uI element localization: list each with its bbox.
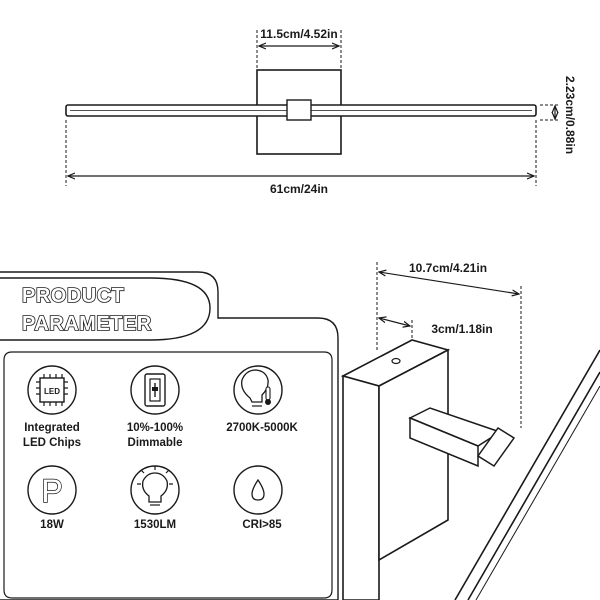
side-bar-edge-1: [454, 349, 600, 600]
param-label-wattage: 18W: [40, 519, 64, 531]
bar-clamp: [476, 426, 516, 468]
product-parameter-panel: PRODUCT PARAMETER LED Integrated LED Chi…: [0, 271, 339, 600]
arm-length-arrow: [379, 272, 519, 294]
bar-height-label: 2.23cm/0.88in: [563, 76, 577, 154]
side-bar-edge-2: [467, 371, 600, 600]
arm-length-label: 10.7cm/4.21in: [409, 261, 487, 275]
side-view-drawing: 10.7cm/4.21in 3cm/1.18in: [340, 261, 600, 600]
total-length-label: 61cm/24in: [270, 182, 328, 196]
arm-width-arrow: [379, 318, 410, 326]
bar-connector: [286, 99, 312, 121]
param-label-led-2: LED Chips: [23, 437, 81, 449]
bulb-temperature-icon: [233, 365, 283, 415]
cri-drop-icon: [233, 465, 283, 515]
param-label-cri: CRI>85: [242, 519, 282, 531]
mount-box-side: [378, 348, 449, 562]
base-width-label: 11.5cm/4.52in: [260, 27, 337, 41]
param-label-color-temp: 2700K-5000K: [226, 422, 298, 434]
lumen-bulb-icon: [130, 465, 180, 515]
led-chip-icon-text: LED: [44, 387, 60, 396]
arm-side: [409, 416, 479, 468]
power-p-icon-text: P: [41, 473, 62, 509]
param-label-lumen: 1530LM: [134, 519, 176, 531]
dimmer-icon: [130, 365, 180, 415]
arm-width-label: 3cm/1.18in: [431, 322, 492, 336]
param-label-dimmable-1: 10%-100%: [127, 422, 183, 434]
param-label-led-1: Integrated: [24, 422, 80, 434]
front-view-drawing: 11.5cm/4.52in 2.23cm/0.88in 61cm/24in: [65, 27, 577, 196]
param-label-dimmable-2: Dimmable: [128, 437, 183, 449]
mount-box-front: [342, 374, 380, 600]
side-bar-edge-3: [475, 385, 600, 600]
power-p-icon: P: [27, 465, 77, 515]
mount-screw-hole: [391, 357, 401, 365]
parameter-title-pill: [0, 277, 211, 341]
parameter-title-line2: PARAMETER: [22, 313, 152, 335]
led-chip-icon: LED: [27, 365, 77, 415]
parameter-title-line1: PRODUCT: [22, 285, 124, 307]
